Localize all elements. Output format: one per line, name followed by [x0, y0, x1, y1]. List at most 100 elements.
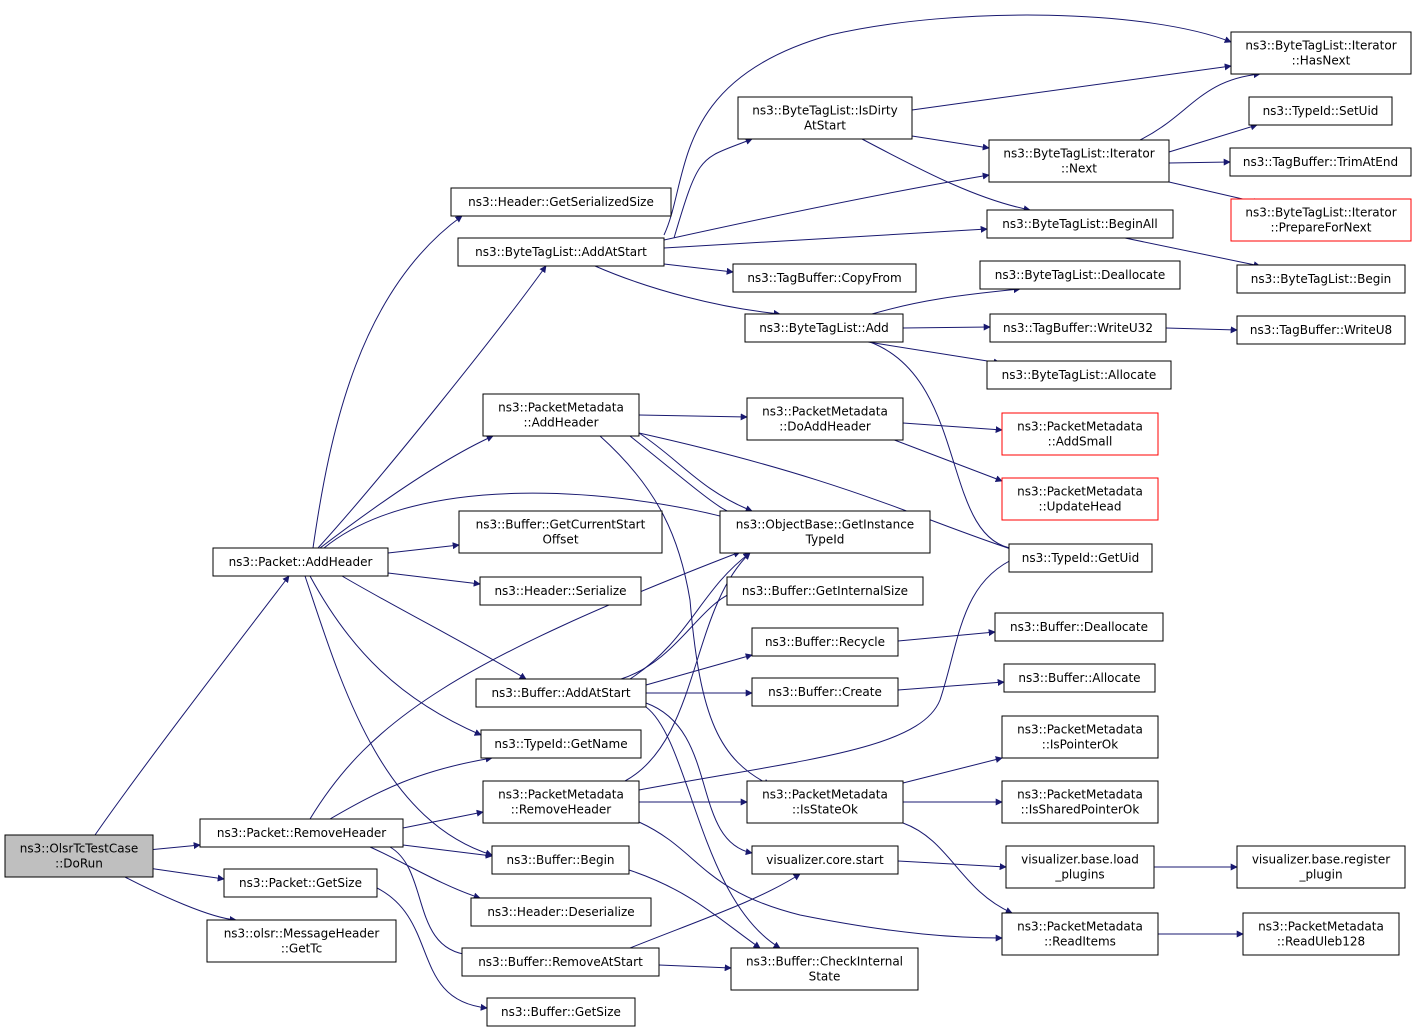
edge-removeheader-to-pm_removeheader — [402, 809, 484, 829]
node-pm-addsmall[interactable]: ns3::PacketMetadata::AddSmall — [1001, 412, 1159, 456]
node-btl-deallocate[interactable]: ns3::ByteTagList::Deallocate — [979, 260, 1181, 290]
node-buf-allocate[interactable]: ns3::Buffer::Allocate — [1003, 663, 1156, 693]
node-btl-begin[interactable]: ns3::ByteTagList::Begin — [1236, 264, 1406, 294]
edge-viz_core_start-to-viz_base_load_plugins — [897, 860, 1007, 871]
node-btl-add[interactable]: ns3::ByteTagList::Add — [744, 313, 904, 343]
node-tb-copyfrom[interactable]: ns3::TagBuffer::CopyFrom — [732, 263, 917, 293]
node-label: ns3::ByteTagList::Iterator — [1003, 147, 1154, 161]
node-pm-readuleb128[interactable]: ns3::PacketMetadata::ReadUleb128 — [1242, 912, 1400, 956]
node-buf-removeatstart[interactable]: ns3::Buffer::RemoveAtStart — [461, 947, 660, 977]
node-label: ::IsPointerOk — [1042, 738, 1118, 752]
edge-pm_addheader-to-pm_doaddheader — [638, 413, 748, 421]
node-box — [979, 260, 1181, 290]
node-label: AtStart — [804, 119, 846, 133]
node-pm-updatehead[interactable]: ns3::PacketMetadata::UpdateHead — [1001, 477, 1159, 521]
node-btl-addatstart[interactable]: ns3::ByteTagList::AddAtStart — [457, 237, 665, 267]
edge-btl_addatstart-to-tb_copyfrom — [663, 263, 734, 275]
node-btl-beginall[interactable]: ns3::ByteTagList::BeginAll — [986, 209, 1174, 239]
node-label: ns3::ByteTagList::Begin — [1251, 272, 1392, 286]
node-pm-readitems[interactable]: ns3::PacketMetadata::ReadItems — [1001, 912, 1159, 956]
edge-buf_removeatstart-to-viz_core_start — [629, 873, 801, 949]
node-buf-create[interactable]: ns3::Buffer::Create — [751, 677, 899, 707]
edge-removeheader-to-typeid_getname — [329, 755, 493, 820]
node-pm-isstateok[interactable]: ns3::PacketMetadata::IsStateOk — [746, 780, 904, 824]
node-gettc[interactable]: ns3::olsr::MessageHeader::GetTc — [206, 919, 397, 963]
node-box — [732, 263, 917, 293]
edge-removeheader-to-buf_removeatstart — [389, 846, 471, 958]
node-removeheader[interactable]: ns3::Packet::RemoveHeader — [199, 818, 404, 848]
node-label: ns3::ByteTagList::AddAtStart — [475, 245, 647, 259]
node-pm-ispointerok[interactable]: ns3::PacketMetadata::IsPointerOk — [1001, 715, 1159, 759]
node-typeid-getname[interactable]: ns3::TypeId::GetName — [480, 729, 642, 759]
node-getsize[interactable]: ns3::Packet::GetSize — [223, 868, 378, 898]
edge-pm_removeheader-to-typeid_getuid — [638, 555, 1021, 791]
edge-pm_isstateok-to-pm_readitems — [902, 822, 1013, 914]
node-label: ns3::PacketMetadata — [762, 405, 888, 419]
node-btli-next[interactable]: ns3::ByteTagList::Iterator::Next — [988, 139, 1170, 183]
node-typeid-setuid[interactable]: ns3::TypeId::SetUid — [1248, 96, 1393, 126]
node-pm-issharedpointerok[interactable]: ns3::PacketMetadata::IsSharedPointerOk — [1001, 780, 1159, 824]
node-label: ns3::ByteTagList::Iterator — [1245, 206, 1396, 220]
edge-btl_addatstart-to-btl_isdirty — [673, 138, 753, 239]
nodes-layer: ns3::OlsrTcTestCase::DoRun ns3::Packet::A… — [4, 31, 1412, 1027]
node-buf-recycle[interactable]: ns3::Buffer::Recycle — [751, 627, 899, 657]
node-label: ns3::PacketMetadata — [498, 401, 624, 415]
node-label: ns3::Buffer::Deallocate — [1010, 620, 1148, 634]
node-pm-addheader[interactable]: ns3::PacketMetadata::AddHeader — [482, 393, 640, 437]
node-box — [491, 845, 630, 875]
node-buf-deallocate[interactable]: ns3::Buffer::Deallocate — [994, 612, 1164, 642]
node-box — [751, 845, 899, 875]
node-buf-getinternalsize[interactable]: ns3::Buffer::GetInternalSize — [726, 576, 924, 606]
node-label: _plugins — [1054, 868, 1104, 882]
node-box — [1248, 96, 1393, 126]
node-pm-removeheader[interactable]: ns3::PacketMetadata::RemoveHeader — [482, 780, 640, 824]
node-btli-hasnext[interactable]: ns3::ByteTagList::Iterator::HasNext — [1230, 31, 1412, 75]
node-label: ns3::PacketMetadata — [1017, 485, 1143, 499]
node-tb-writeu8[interactable]: ns3::TagBuffer::WriteU8 — [1236, 315, 1406, 345]
node-box — [1242, 912, 1400, 956]
node-box — [1230, 31, 1412, 75]
node-label: ns3::OlsrTcTestCase — [20, 842, 138, 856]
node-box — [1001, 412, 1159, 456]
node-viz-base-register-plugin[interactable]: visualizer.base.register_plugin — [1236, 845, 1406, 889]
node-label: ns3::ByteTagList::IsDirty — [752, 104, 897, 118]
node-box — [470, 897, 652, 927]
node-label: Offset — [542, 533, 578, 547]
node-label: ns3::TypeId::GetName — [494, 737, 627, 751]
node-box — [480, 729, 642, 759]
node-hdr-serialize[interactable]: ns3::Header::Serialize — [479, 576, 642, 606]
node-viz-core-start[interactable]: visualizer.core.start — [751, 845, 899, 875]
node-typeid-getuid[interactable]: ns3::TypeId::GetUid — [1008, 543, 1153, 573]
node-box — [458, 510, 663, 554]
node-addheader[interactable]: ns3::Packet::AddHeader — [212, 547, 389, 577]
edge-btl_addatstart-to-btli_hasnext — [663, 14, 1232, 236]
node-hdr-deserialize[interactable]: ns3::Header::Deserialize — [470, 897, 652, 927]
edge-btli_next-to-tb_trimatend — [1168, 158, 1231, 166]
edge-addheader-to-getserializedsize — [312, 215, 463, 549]
node-getserializedsize[interactable]: ns3::Header::GetSerializedSize — [450, 187, 672, 217]
node-label: ns3::Header::Serialize — [494, 584, 626, 598]
node-box — [475, 678, 647, 708]
edge-dorun-to-removeheader — [147, 842, 201, 851]
node-box — [4, 834, 154, 878]
node-btl-allocate[interactable]: ns3::ByteTagList::Allocate — [986, 360, 1172, 390]
node-tb-writeu32[interactable]: ns3::TagBuffer::WriteU32 — [989, 313, 1167, 343]
node-buf-begin[interactable]: ns3::Buffer::Begin — [491, 845, 630, 875]
node-label: ns3::Buffer::CheckInternal — [746, 955, 903, 969]
node-box — [1236, 845, 1406, 889]
node-buf-getsize[interactable]: ns3::Buffer::GetSize — [486, 997, 636, 1027]
node-pm-doaddheader[interactable]: ns3::PacketMetadata::DoAddHeader — [746, 397, 904, 441]
node-dorun[interactable]: ns3::OlsrTcTestCase::DoRun — [4, 834, 154, 878]
node-btli-preparefornext[interactable]: ns3::ByteTagList::Iterator::PrepareForNe… — [1230, 198, 1412, 242]
node-buf-addatstart[interactable]: ns3::Buffer::AddAtStart — [475, 678, 647, 708]
node-box — [461, 947, 660, 977]
node-label: ns3::ByteTagList::Deallocate — [995, 268, 1165, 282]
edge-btli_next-to-btli_hasnext — [1139, 71, 1261, 141]
node-label: ::RemoveHeader — [511, 803, 612, 817]
node-tb-trimatend[interactable]: ns3::TagBuffer::TrimAtEnd — [1229, 147, 1412, 177]
node-viz-base-load-plugins[interactable]: visualizer.base.load_plugins — [1005, 845, 1155, 889]
